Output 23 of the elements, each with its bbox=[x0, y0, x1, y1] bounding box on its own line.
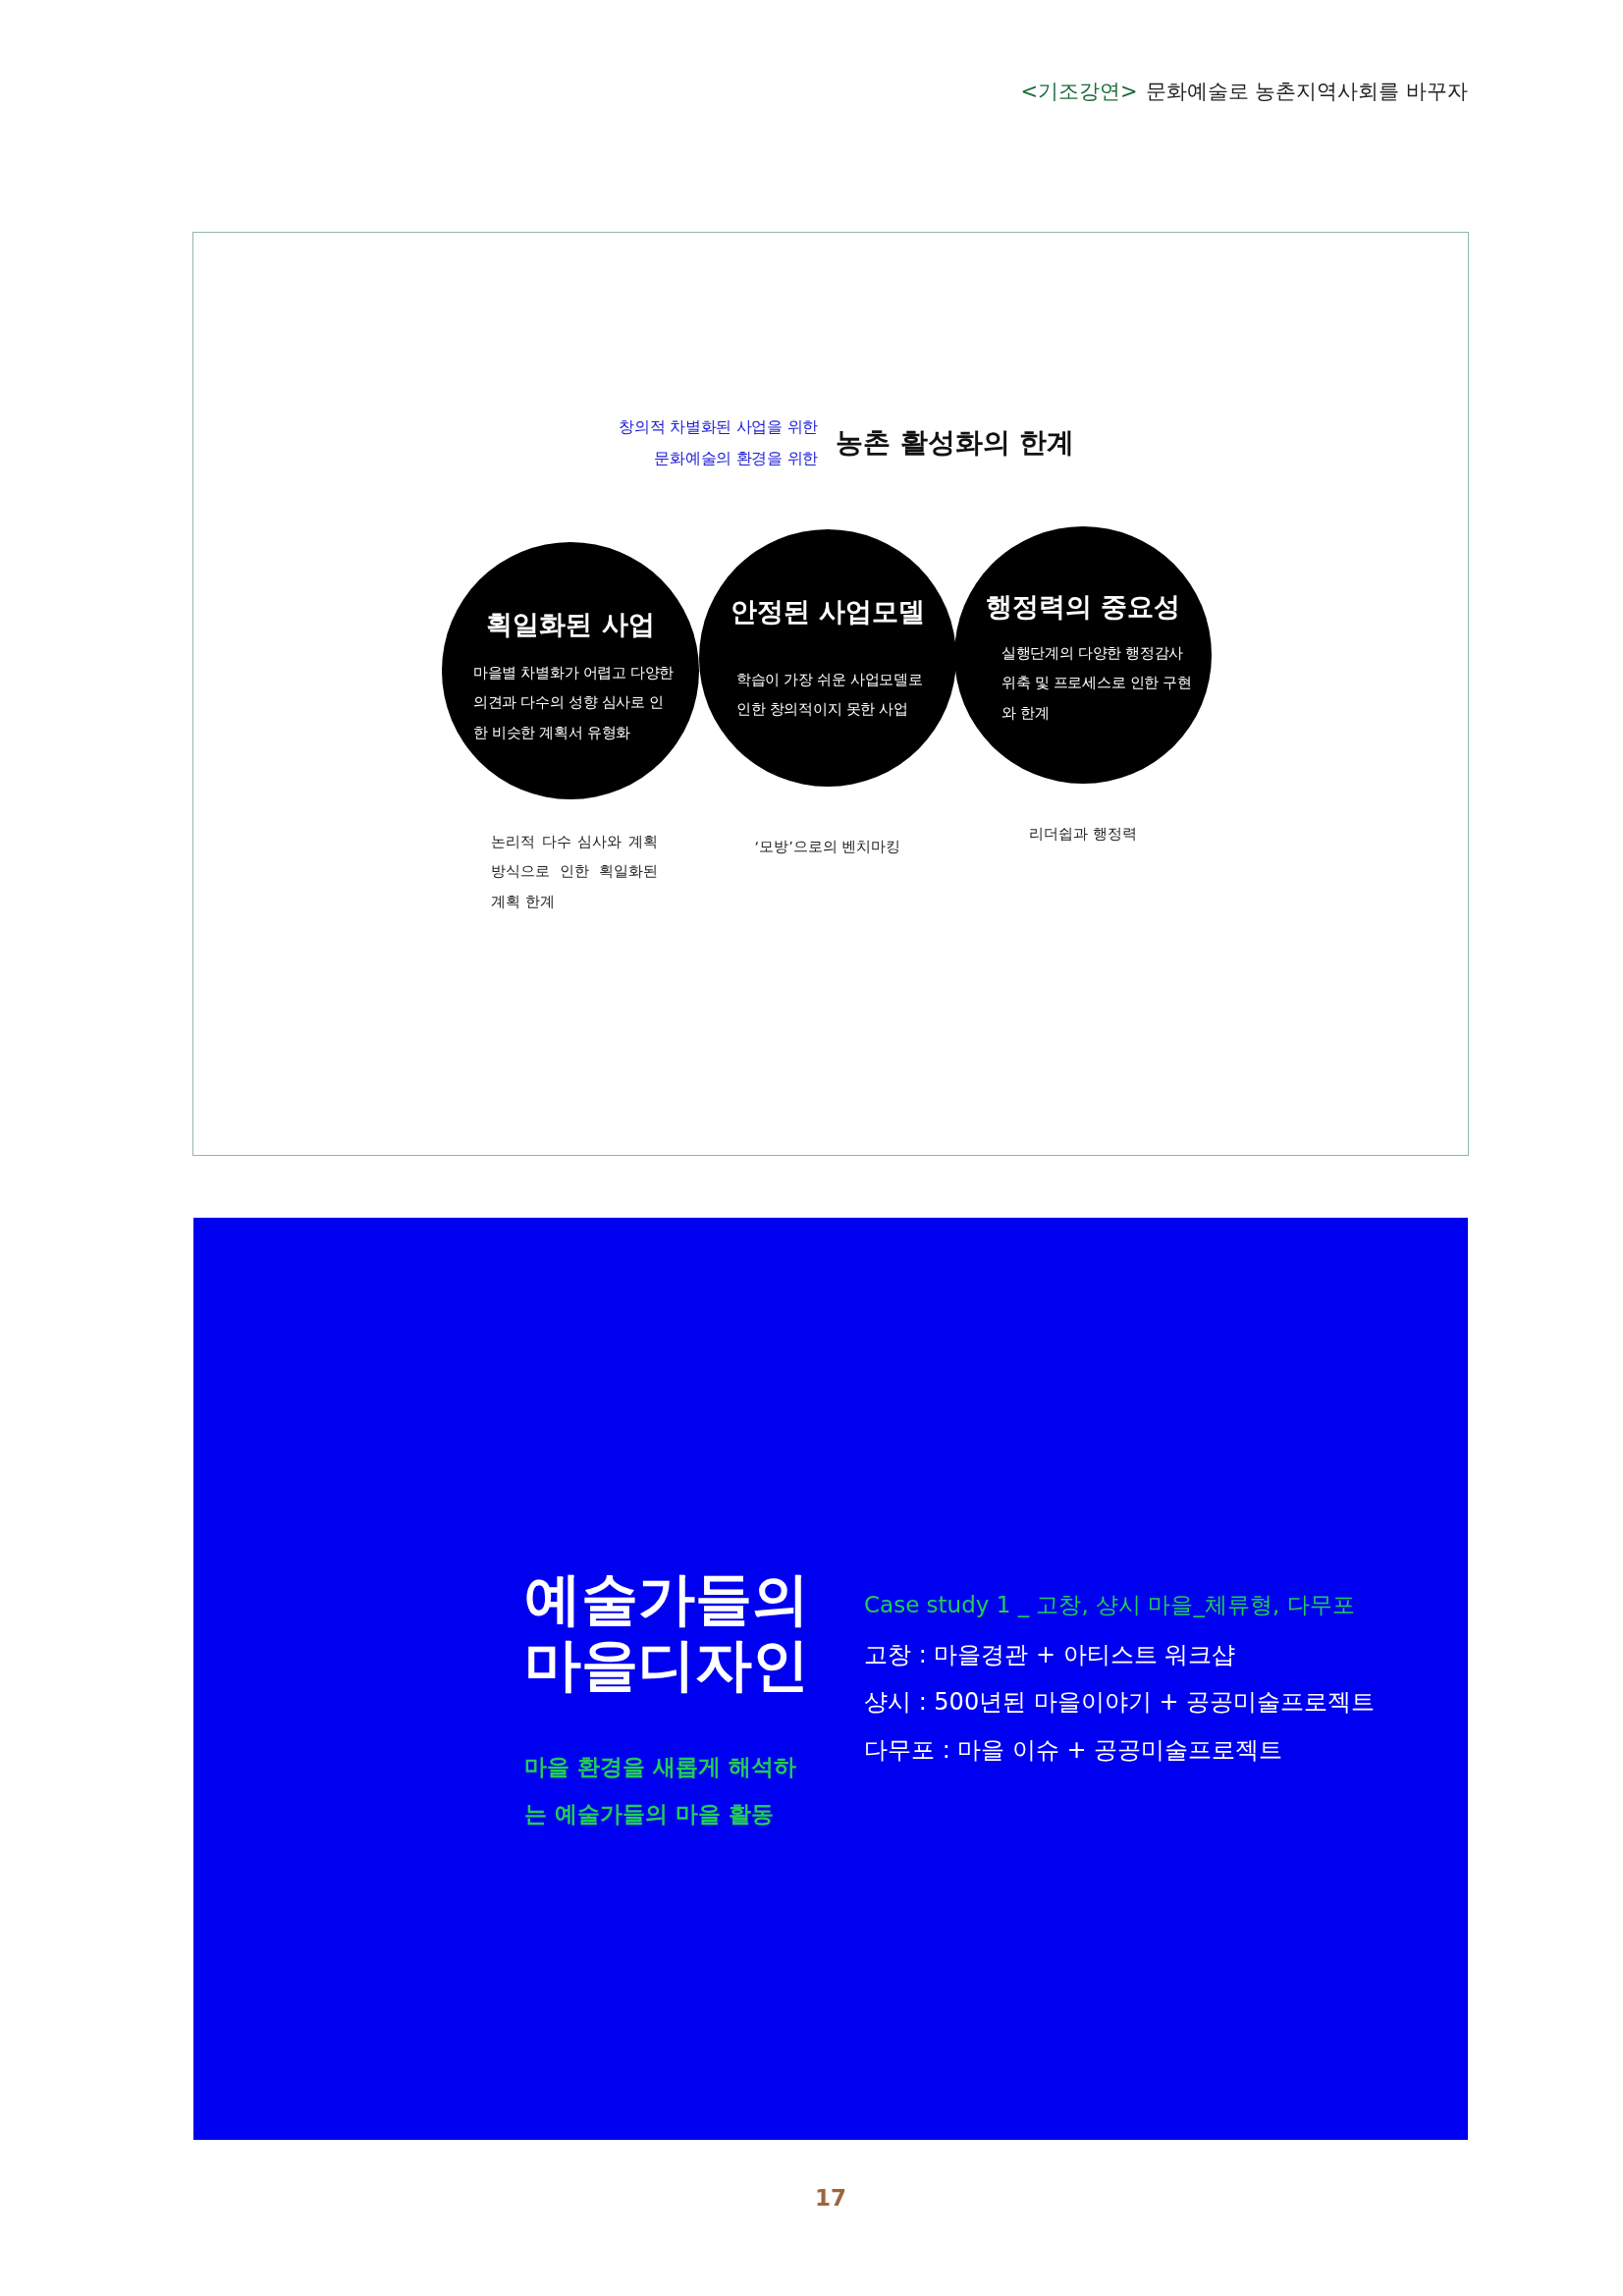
caption-text: 리더쉽과 행정력 bbox=[1028, 825, 1138, 844]
circle-body-text: 실행단계의 다양한 행정감사 위축 및 프로세스로 인한 구현와 한계 bbox=[1001, 644, 1193, 723]
page-number: 17 bbox=[815, 2184, 846, 2213]
circle-title: 안정된 사업모델 bbox=[729, 595, 927, 629]
slide-panel bbox=[193, 1218, 1468, 2140]
slide-panel bbox=[192, 232, 1469, 1156]
slide-heading: 예술가들의 마을디자인 bbox=[524, 1566, 810, 1698]
caption-text: 논리적 다수 심사와 계획 방식으로 인한 획일화된 계획 한계 bbox=[491, 833, 658, 911]
circle-body-text: 학습이 가장 쉬운 사업모델로 인한 창의적이지 못한 사업 bbox=[736, 671, 924, 720]
case-study-line: 고창 : 마을경관 + 아티스트 워크샵 bbox=[864, 1640, 1237, 1670]
subheading-text: 마을 환경을 새롭게 해석하는 예술가들의 마을 활동 bbox=[524, 1753, 798, 1830]
case-study-line: 샹시 : 500년된 마을이야기 + 공공미술프로젝트 bbox=[864, 1687, 1377, 1718]
caption-text: ‘모방’으로의 벤치마킹 bbox=[753, 838, 902, 856]
circle-title: 행정력의 중요성 bbox=[984, 590, 1182, 624]
slide-title: 농촌 활성화의 한계 bbox=[836, 425, 1076, 461]
circle-body-text: 마을별 차별화가 어렵고 다양한 의견과 다수의 성향 심사로 인한 비슷한 계획서 유형화 bbox=[473, 664, 676, 742]
circle-title: 획일화된 사업 bbox=[485, 608, 656, 641]
header-title: 문화예술로 농촌지역사회를 바꾸자 bbox=[1145, 79, 1468, 105]
subtitle-text: 창의적 차별화된 사업을 위한 bbox=[618, 417, 818, 438]
subtitle-text: 문화예술의 환경을 위한 bbox=[653, 449, 818, 469]
header-tag: <기조강연> bbox=[1020, 79, 1138, 106]
case-study-heading: Case study 1 _ 고창, 샹시 마을_체류형, 다무포 bbox=[864, 1591, 1356, 1619]
case-study-line: 다무포 : 마을 이슈 + 공공미술프로젝트 bbox=[864, 1735, 1284, 1766]
